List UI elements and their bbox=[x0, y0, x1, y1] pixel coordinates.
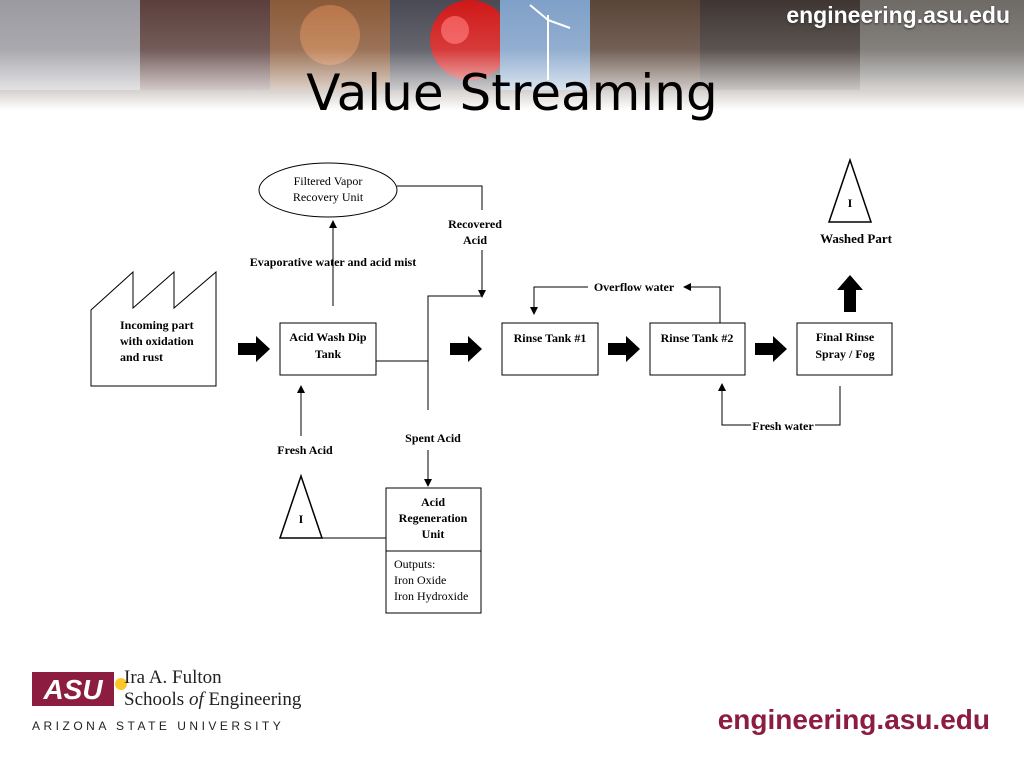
slide-title: Value Streaming bbox=[306, 64, 718, 122]
factory-label-2: with oxidation bbox=[120, 334, 194, 348]
factory-incoming-part: Incoming part with oxidation and rust bbox=[90, 270, 217, 387]
vapor-out-line bbox=[397, 185, 483, 210]
fresh-acid-inventory-symbol: I bbox=[299, 512, 304, 526]
vapor-label-1: Filtered Vapor bbox=[294, 174, 363, 188]
rinse-tank-2: Rinse Tank #2 bbox=[649, 322, 746, 376]
acid-regeneration-unit: Acid Regeneration Unit Outputs: Iron Oxi… bbox=[385, 487, 482, 614]
acid-loop-line bbox=[427, 295, 482, 410]
value-stream-diagram: Incoming part with oxidation and rust Ac… bbox=[90, 157, 893, 614]
footer-site-url[interactable]: engineering.asu.edu bbox=[717, 704, 990, 735]
spent-acid-label: Spent Acid bbox=[405, 431, 461, 445]
final-rinse-label-1: Final Rinse bbox=[816, 330, 875, 344]
header-banner: engineering.asu.edu bbox=[0, 0, 1024, 110]
output-iron-hydroxide: Iron Hydroxide bbox=[394, 589, 468, 603]
banner-photo-collage bbox=[0, 0, 1024, 110]
university-name: ARIZONA STATE UNIVERSITY bbox=[32, 719, 284, 733]
regen-label-3: Unit bbox=[422, 527, 445, 541]
regen-label-1: Acid bbox=[421, 495, 445, 509]
asu-sunburst-icon bbox=[115, 678, 127, 690]
recovered-acid-label-2: Acid bbox=[463, 233, 487, 247]
acid-wash-label-1: Acid Wash Dip bbox=[289, 330, 366, 344]
school-line-2: Schools of Engineering bbox=[124, 689, 302, 710]
rinse-tank-1-label: Rinse Tank #1 bbox=[514, 331, 587, 345]
washed-part-label: Washed Part bbox=[820, 231, 893, 246]
factory-label-3: and rust bbox=[120, 350, 163, 364]
push-arrow-2 bbox=[450, 336, 482, 362]
fresh-acid-label: Fresh Acid bbox=[277, 443, 333, 457]
push-arrow-1 bbox=[238, 336, 270, 362]
evaporative-label: Evaporative water and acid mist bbox=[250, 255, 416, 269]
rinse-tank-2-label: Rinse Tank #2 bbox=[661, 331, 734, 345]
overflow-arrow-left bbox=[530, 286, 588, 315]
acid-wash-label-2: Tank bbox=[315, 347, 342, 361]
washed-part-inventory: I Washed Part bbox=[820, 157, 893, 246]
asu-logo-mark bbox=[32, 672, 114, 706]
push-arrow-up bbox=[837, 275, 863, 312]
asu-fulton-logo: ASU Ira A. Fulton Schools of Engineering… bbox=[32, 667, 302, 733]
fresh-water-line-right bbox=[815, 386, 841, 426]
fresh-water-arrow bbox=[718, 383, 751, 426]
fresh-acid-inventory: I bbox=[278, 473, 324, 539]
regen-label-2: Regeneration bbox=[399, 511, 468, 525]
school-line-1: Ira A. Fulton bbox=[124, 667, 222, 688]
header-site-url[interactable]: engineering.asu.edu bbox=[786, 2, 1010, 28]
washed-inventory-symbol: I bbox=[848, 196, 853, 210]
final-rinse: Final Rinse Spray / Fog bbox=[796, 322, 893, 376]
overflow-label: Overflow water bbox=[594, 280, 675, 294]
recovered-acid-label-1: Recovered bbox=[448, 217, 502, 231]
asu-logo-letters: ASU bbox=[42, 674, 103, 705]
vapor-label-2: Recovery Unit bbox=[293, 190, 364, 204]
vapor-recovery-unit: Filtered Vapor Recovery Unit bbox=[258, 162, 398, 218]
final-rinse-label-2: Spray / Fog bbox=[815, 347, 874, 361]
push-arrow-3 bbox=[608, 336, 640, 362]
acid-wash-dip-tank: Acid Wash Dip Tank bbox=[279, 322, 377, 376]
push-arrow-4 bbox=[755, 336, 787, 362]
outputs-label: Outputs: bbox=[394, 557, 435, 571]
factory-label-1: Incoming part bbox=[120, 318, 194, 332]
overflow-arrow-right bbox=[683, 283, 721, 323]
fresh-water-label: Fresh water bbox=[752, 419, 814, 433]
output-iron-oxide: Iron Oxide bbox=[394, 573, 446, 587]
rinse-tank-1: Rinse Tank #1 bbox=[501, 322, 599, 376]
